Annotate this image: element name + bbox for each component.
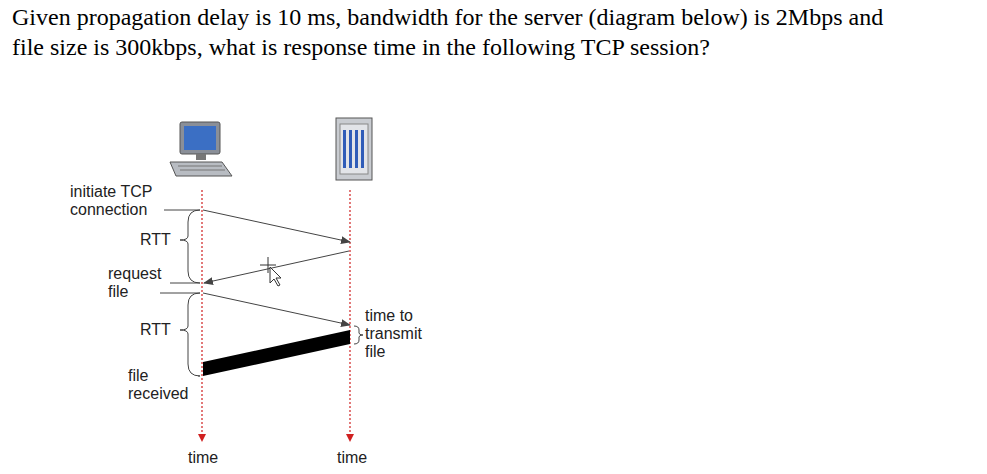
timeline bbox=[198, 190, 354, 442]
message-arrows bbox=[203, 210, 350, 325]
file-transfer-band bbox=[203, 330, 350, 376]
step-label: request file bbox=[108, 265, 176, 301]
rtt-brackets bbox=[180, 210, 363, 376]
step-label: initiate TCP connection bbox=[70, 183, 170, 219]
axis-label: time bbox=[337, 449, 367, 467]
server-icon bbox=[336, 118, 372, 180]
mouse-cursor bbox=[260, 257, 281, 286]
question-heading: Given propagation delay is 10 ms, bandwi… bbox=[12, 2, 917, 62]
rtt-label: RTT bbox=[140, 321, 171, 339]
axis-label: time bbox=[188, 449, 218, 467]
computer-icon bbox=[170, 122, 232, 176]
step-label: file received bbox=[128, 367, 200, 403]
step-label: time to transmit file bbox=[365, 307, 443, 361]
rtt-label: RTT bbox=[140, 231, 171, 249]
